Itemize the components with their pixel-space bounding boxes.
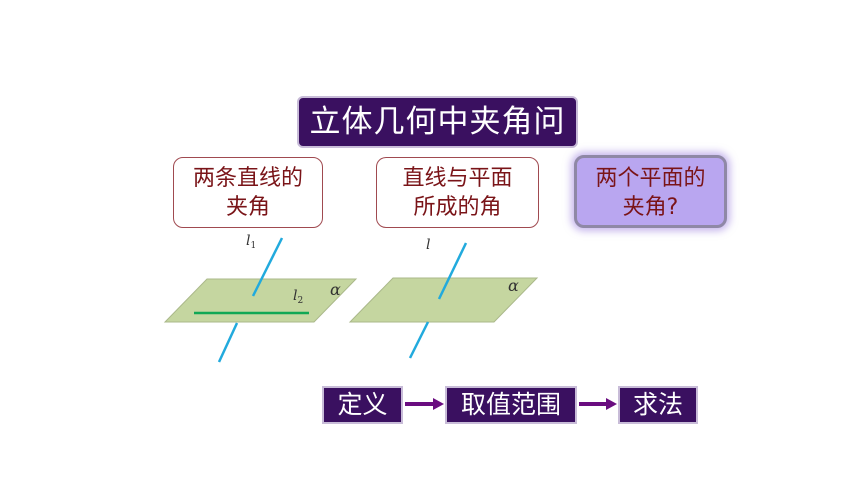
- label-alpha-left: α: [330, 280, 341, 299]
- flow-step-definition[interactable]: 定义: [322, 386, 403, 424]
- line-l1-lower: [217, 322, 239, 363]
- card-text-line2: 所成的角: [413, 195, 502, 220]
- card-text-line2: 夹角?: [622, 195, 679, 220]
- label-l2: l2: [293, 288, 303, 306]
- card-text-line1: 两条直线的: [192, 166, 303, 191]
- plane-alpha-left: [163, 278, 358, 323]
- arrow-1-head-icon: [433, 398, 444, 410]
- flow-step-value-range[interactable]: 取值范围: [445, 386, 577, 424]
- label-alpha-middle: α: [508, 276, 519, 295]
- line-l-upper: [437, 242, 468, 300]
- card-text-line1: 两个平面的: [595, 166, 706, 191]
- card-two-planes-angle[interactable]: 两个平面的 夹角?: [574, 155, 727, 228]
- card-line-plane-angle[interactable]: 直线与平面 所成的角: [376, 157, 539, 228]
- line-l-lower: [408, 321, 430, 359]
- plane-alpha-middle: [348, 277, 539, 323]
- arrow-2-head-icon: [606, 398, 617, 410]
- label-l1: l1: [246, 233, 256, 251]
- label-l: l: [426, 237, 430, 253]
- flow-step-method[interactable]: 求法: [618, 386, 698, 424]
- card-text-line2: 夹角: [225, 195, 270, 220]
- card-text-line1: 直线与平面: [402, 166, 513, 191]
- card-two-lines-angle[interactable]: 两条直线的 夹角: [173, 157, 323, 228]
- line-l1-upper: [251, 237, 284, 297]
